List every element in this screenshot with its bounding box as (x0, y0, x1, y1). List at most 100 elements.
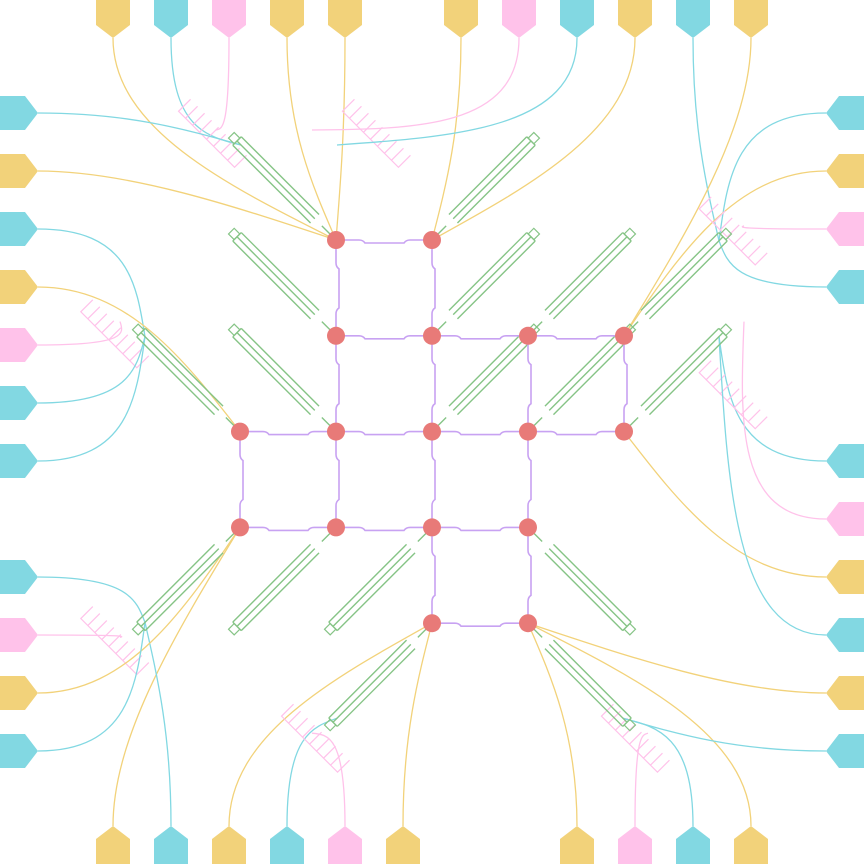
flux-bond-pad (502, 0, 536, 38)
drive-line (431, 37, 636, 241)
drive-bond-pad (328, 0, 362, 38)
coupler (623, 335, 628, 432)
coupler (432, 430, 528, 436)
resonator-coupling-pad (227, 323, 241, 337)
readout-line (37, 336, 146, 404)
coupler (239, 431, 244, 528)
drive-line (335, 37, 346, 241)
drive-line (37, 170, 337, 241)
drive-line (527, 622, 578, 827)
flux-line (311, 732, 346, 827)
flux-line (634, 732, 649, 827)
coupler (527, 527, 532, 624)
readout-bond-pad (0, 560, 38, 594)
coupler (528, 335, 624, 340)
qubit (423, 614, 441, 633)
qubit (519, 614, 537, 633)
readout-resonator (431, 232, 536, 337)
readout-bond-pad (826, 270, 864, 304)
coupler (335, 335, 340, 432)
flux-filter-meander (341, 98, 411, 169)
readout-bond-pad (826, 618, 864, 652)
qubits (231, 231, 633, 633)
readout-bond-pad (826, 734, 864, 768)
flux-bond-pad (212, 0, 246, 38)
readout-bond-pad (676, 826, 710, 864)
drive-bond-pad (560, 826, 594, 864)
resonator-coupling-pad (227, 131, 241, 145)
drive-bond-pad (212, 826, 246, 864)
readout-line (718, 240, 827, 288)
readout-bond-pad (560, 0, 594, 38)
resonator-coupling-pad (623, 227, 637, 241)
drive-bond-pad (826, 154, 864, 188)
flux-bond-pad (0, 618, 38, 652)
readout-line (37, 576, 146, 623)
qubit (327, 231, 345, 249)
flux-filter-meander (280, 703, 350, 774)
readout-line (37, 622, 146, 752)
qubit (231, 518, 249, 537)
coupler (432, 526, 528, 532)
couplers (239, 239, 628, 627)
readout-line (336, 37, 578, 146)
coupler (431, 431, 436, 528)
coupler (335, 431, 340, 528)
readout-line (718, 112, 827, 241)
flux-line (741, 321, 827, 520)
readout-bond-pad (270, 826, 304, 864)
readout-resonator (232, 136, 337, 241)
readout-bond-pad (0, 212, 38, 246)
qubit (423, 518, 441, 537)
drive-line (527, 622, 827, 694)
drive-bond-pad (270, 0, 304, 38)
flux-line (37, 634, 123, 639)
readout-resonators (131, 131, 733, 732)
resonator-coupling-pad (323, 718, 337, 732)
readout-line (286, 717, 338, 827)
drive-bond-pad (0, 676, 38, 710)
readout-bond-pad (0, 386, 38, 420)
control-lines (37, 37, 827, 827)
readout-bond-pad (154, 0, 188, 38)
coupler (432, 335, 528, 340)
drive-line (623, 37, 752, 337)
qubit (615, 326, 633, 345)
readout-resonator (431, 327, 536, 433)
readout-resonator (136, 327, 241, 433)
coupler (336, 430, 432, 436)
qubit (327, 326, 345, 345)
drive-bond-pad (826, 676, 864, 710)
flux-bond-pad (618, 826, 652, 864)
readout-resonator (328, 526, 433, 632)
coupler (431, 527, 436, 624)
coupler (335, 240, 340, 336)
coupler (240, 430, 336, 436)
qubit (327, 518, 345, 537)
resonator-coupling-pad (623, 622, 637, 636)
coupler (527, 335, 532, 432)
resonator-coupling-pad (527, 227, 541, 241)
resonator-coupling-pad (227, 227, 241, 241)
resonator-coupling-pad (131, 323, 145, 337)
drive-line (112, 37, 337, 241)
readout-bond-pad (154, 826, 188, 864)
drive-line (37, 527, 241, 694)
qubit (615, 422, 633, 441)
readout-resonator (527, 526, 632, 632)
drive-line (431, 37, 462, 241)
flux-line (741, 225, 827, 230)
drive-bond-pad (734, 826, 768, 864)
flux-filter-meander (79, 299, 150, 369)
readout-line (718, 336, 827, 462)
readout-bond-pad (676, 0, 710, 38)
flux-filter-meander (177, 98, 247, 169)
resonator-coupling-pad (323, 622, 337, 636)
readout-line (37, 336, 146, 462)
flux-filter-meander (698, 196, 768, 266)
coupler (336, 239, 432, 244)
readout-line (718, 336, 827, 636)
readout-resonator (232, 327, 337, 433)
readout-bond-pad (0, 734, 38, 768)
